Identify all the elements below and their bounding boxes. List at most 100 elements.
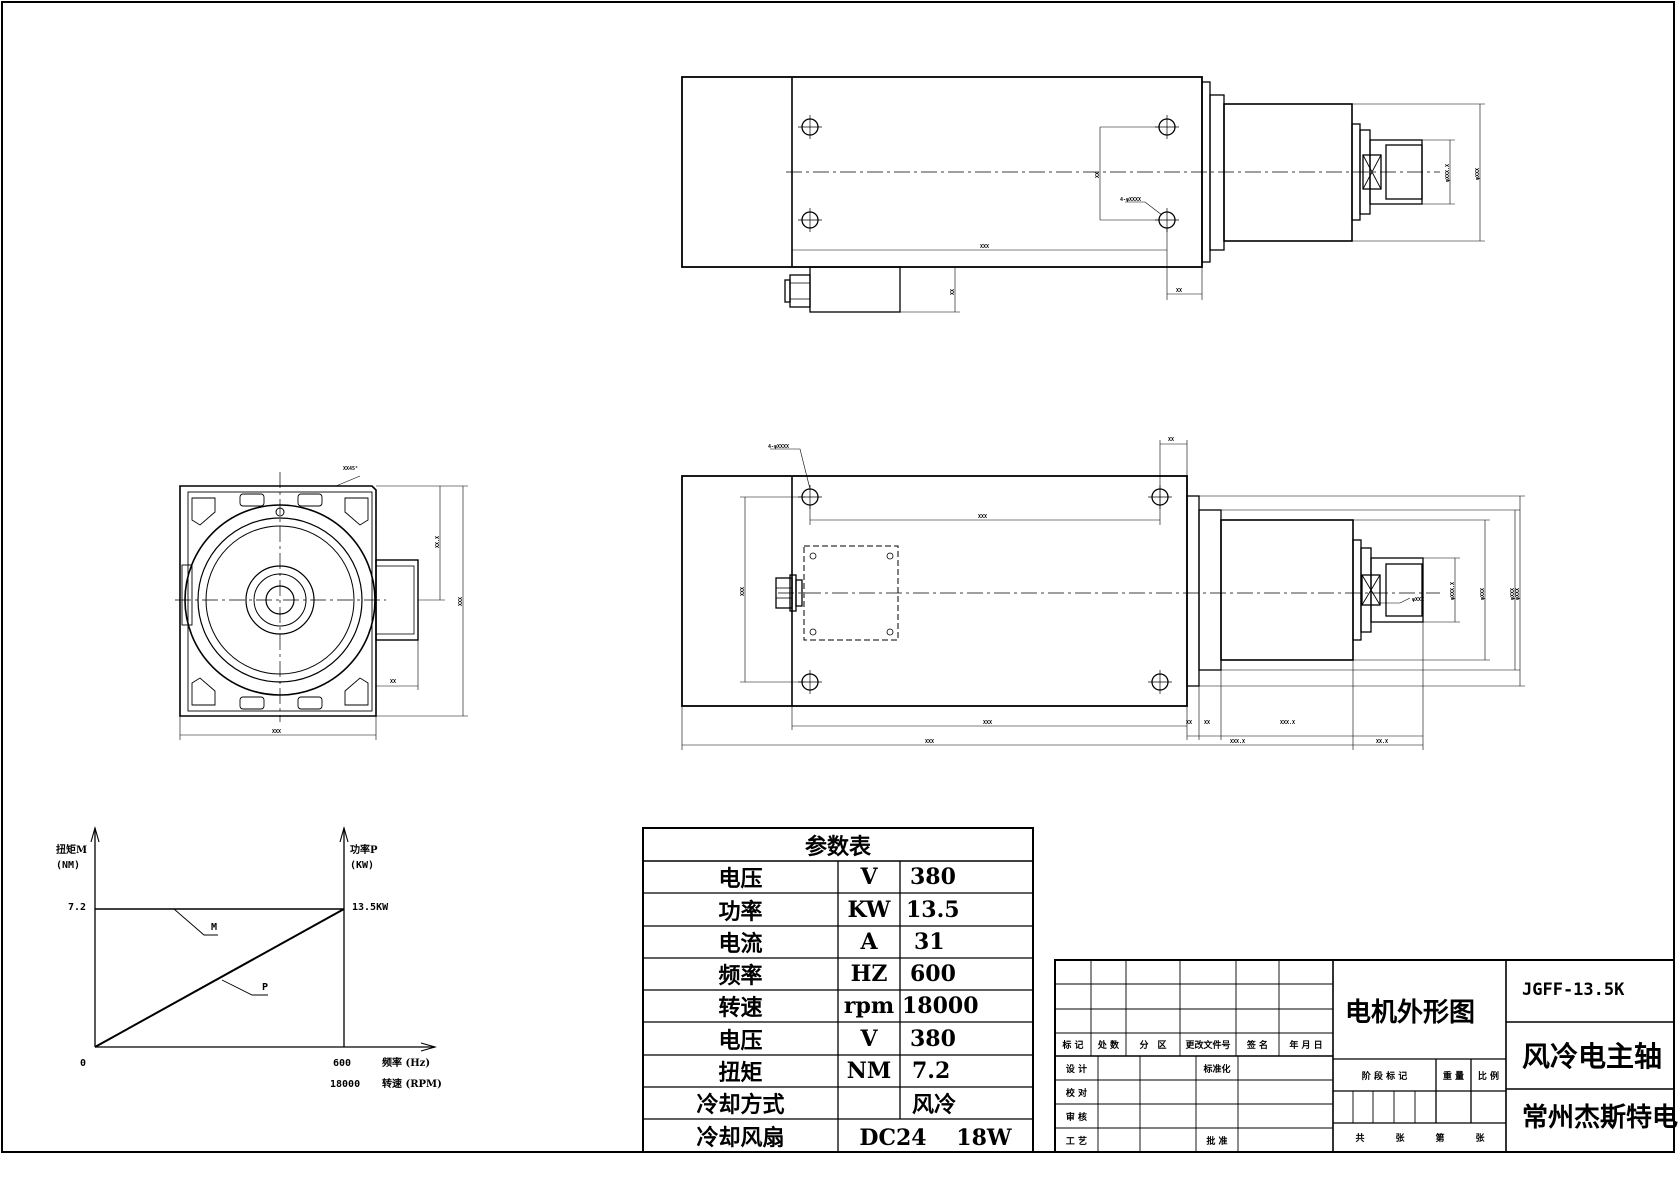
param-name: 冷却方式 (696, 1092, 785, 1118)
company-name: 常州杰斯特电器 (1522, 1103, 1678, 1133)
power-tick-label: 13.5KW (352, 902, 389, 913)
param-unit: KW (847, 896, 891, 923)
dim-bot-seg3: XXX.X (1280, 720, 1296, 726)
dim-bot-nut: φXXX (1412, 597, 1425, 603)
param-name: 功率 (718, 898, 763, 925)
param-name: 转速 (718, 995, 763, 1021)
y-right-unit: (KW) (350, 860, 375, 871)
x-tick-freq: 600 (333, 1058, 352, 1069)
dim-side-h2: XXX (458, 596, 464, 606)
param-unit: V (860, 864, 878, 890)
param-unit (838, 1087, 900, 1119)
param-unit: HZ (850, 961, 888, 987)
param-unit: rpm (843, 993, 895, 1019)
title-block-grid (1054, 959, 1675, 1153)
dim-top-hole-dy: XX (1095, 171, 1101, 178)
rev-header: 处 数 (1097, 1041, 1120, 1051)
param-value: 13.5 (906, 896, 960, 923)
params-table-title: 参数表 (804, 833, 871, 860)
standardize-label: 标准化 (1203, 1064, 1231, 1075)
torque-tick-label: 7.2 (68, 902, 87, 913)
dim-bot-seg3-total: XXX.X (1230, 739, 1246, 745)
dim-side-box: XX (390, 679, 397, 685)
torque-power-graph (90, 825, 438, 1052)
dim-bot-d1: φXXX (1480, 587, 1486, 600)
params-table-grid (642, 827, 1034, 1153)
dim-bot-collet: φXXX.X (1450, 581, 1456, 600)
dim-bot-seg1: XX (1186, 720, 1193, 726)
top-view (681, 76, 1485, 313)
dim-side-h1: XX.X (435, 535, 441, 548)
dim-top-shaft: φXXX (1475, 167, 1481, 180)
param-value: 600 (910, 961, 956, 987)
hole-note-top: 4-φXXXX (1120, 197, 1142, 203)
y-left-unit: (NM) (56, 860, 81, 871)
product-name: 风冷电主轴 (1522, 1040, 1663, 1073)
sign-row-label: 校 对 (1065, 1088, 1088, 1099)
param-value: 风冷 (912, 1092, 957, 1118)
dim-bot-height: XXX (740, 586, 746, 596)
dim-bot-d3: φXXX (1515, 587, 1521, 600)
dim-top-flange: XX (1176, 288, 1183, 294)
x-label-speed: 转速 (RPM) (382, 1079, 442, 1090)
param-value: DC24 18W (859, 1124, 1012, 1151)
param-name: 电压 (718, 866, 763, 892)
approve-label: 批 准 (1206, 1136, 1228, 1147)
rev-header: 年 月 日 (1289, 1041, 1323, 1051)
param-name: 电流 (718, 931, 763, 957)
sheets-label: 张 (1395, 1134, 1405, 1144)
rev-header: 签 名 (1246, 1041, 1269, 1051)
param-value: 380 (910, 1025, 956, 1052)
dim-bot-hole-span: XXX (978, 514, 988, 520)
dim-top-len: XXX (980, 244, 990, 250)
stage-mark-label: 阶 段 标 记 (1361, 1071, 1408, 1082)
param-value: 18000 (902, 993, 979, 1019)
sign-row-label: 工 艺 (1065, 1136, 1088, 1147)
rev-header: 分 区 (1139, 1041, 1167, 1051)
param-value: 380 (910, 864, 956, 890)
rev-header: 更改文件号 (1185, 1041, 1231, 1051)
param-value: 31 (914, 929, 945, 955)
sheets-label: 第 (1435, 1134, 1445, 1144)
dim-side-w: XXX (272, 729, 282, 735)
dim-top-collet: φXXX.X (1445, 163, 1451, 182)
origin-label: 0 (80, 1058, 87, 1069)
sign-row-label: 审 核 (1065, 1112, 1088, 1123)
dim-bot-total-len: XXX (925, 739, 935, 745)
chamfer-note: XX45° (343, 466, 359, 472)
rev-header: 标 记 (1062, 1041, 1084, 1051)
dim-bot-top-offset: XX (1168, 437, 1175, 443)
sheets-label: 共 (1355, 1134, 1365, 1144)
curve-p-label: P (262, 982, 269, 993)
param-name: 冷却风扇 (696, 1124, 785, 1151)
scale-label: 比 例 (1477, 1071, 1500, 1082)
dim-bot-seg2: XX (1204, 720, 1211, 726)
param-unit: V (860, 1025, 878, 1052)
sheets-label: 张 (1475, 1134, 1485, 1144)
sign-row-label: 设 计 (1065, 1064, 1088, 1075)
model-number: JGFF-13.5K (1522, 980, 1625, 1000)
x-tick-speed: 18000 (330, 1079, 361, 1090)
power-curve (94, 908, 345, 1048)
dim-bot-body-len: XXX (983, 720, 993, 726)
curve-m-label: M (211, 922, 218, 933)
dim-top-drop: XX (950, 288, 956, 295)
dim-bot-nose-len: XX.X (1376, 739, 1389, 745)
param-name: 频率 (718, 963, 763, 989)
param-unit: NM (846, 1058, 892, 1084)
param-name: 扭矩 (718, 1060, 763, 1086)
param-unit: A (860, 929, 878, 955)
weight-label: 重 量 (1442, 1071, 1465, 1082)
bottom-view-body (681, 475, 1188, 707)
hole-note-bottom: 4-φXXXX (768, 444, 790, 450)
x-label-freq: 频率 (Hz) (382, 1058, 431, 1069)
m-leader (173, 908, 218, 936)
y-right-label: 功率P (350, 845, 378, 856)
param-name: 电压 (718, 1027, 763, 1054)
end-view (175, 472, 468, 740)
p-leader (221, 979, 268, 996)
drawing-name: 电机外形图 (1345, 998, 1476, 1028)
param-value: 7.2 (912, 1058, 951, 1084)
